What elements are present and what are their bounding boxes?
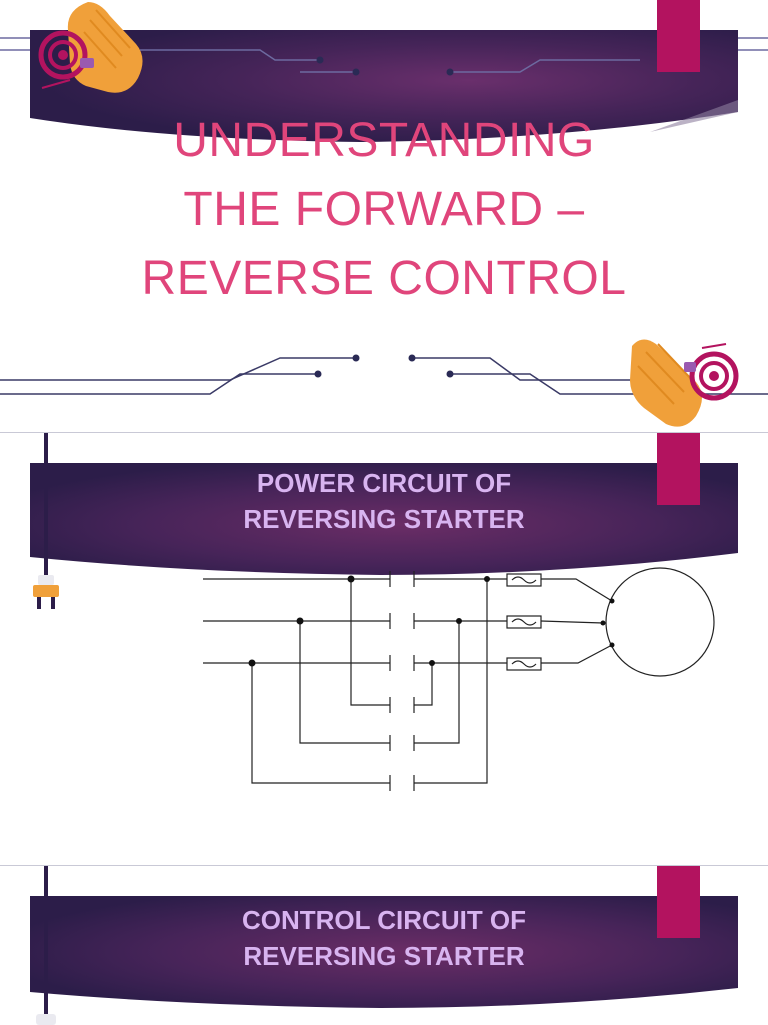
heading-line-1: CONTROL CIRCUIT OF xyxy=(241,905,527,935)
heading-line-2: REVERSING STARTER xyxy=(243,504,525,534)
plug-icon xyxy=(33,433,59,609)
reverse-contacts xyxy=(389,697,415,791)
title-line-2: THE FORWARD – xyxy=(183,183,585,236)
bookmark-tab-icon xyxy=(657,433,700,505)
plug-icon xyxy=(36,866,56,1025)
forward-contacts xyxy=(389,571,415,671)
title-line-3: REVERSE CONTROL xyxy=(141,252,627,305)
control-circuit-heading: CONTROL CIRCUIT OF REVERSING STARTER xyxy=(0,902,768,974)
slide-title-text: UNDERSTANDING THE FORWARD – REVERSE CONT… xyxy=(0,106,768,313)
title-banner xyxy=(30,30,738,142)
slide-title: UNDERSTANDING THE FORWARD – REVERSE CONT… xyxy=(0,0,768,432)
heading-banner xyxy=(30,896,738,1008)
heading-line-1: POWER CIRCUIT OF xyxy=(256,468,512,498)
slide-power-circuit: POWER CIRCUIT OF REVERSING STARTER xyxy=(0,432,768,866)
circuit-traces-top xyxy=(0,37,768,73)
motor-icon xyxy=(605,567,715,677)
power-circuit-heading: POWER CIRCUIT OF REVERSING STARTER xyxy=(0,465,768,537)
overload-relay-icon xyxy=(506,573,542,671)
title-line-1: UNDERSTANDING xyxy=(173,114,595,167)
heading-banner xyxy=(30,463,738,575)
bookmark-tab-icon xyxy=(657,0,700,72)
bookmark-tab-icon xyxy=(657,866,700,938)
glove-coil-icon xyxy=(38,2,143,93)
power-circuit-diagram xyxy=(203,567,715,791)
power-slide-graphics xyxy=(30,433,738,791)
heading-line-2: REVERSING STARTER xyxy=(243,941,525,971)
slide-control-circuit: CONTROL CIRCUIT OF REVERSING STARTER xyxy=(0,865,768,1025)
glove-coil-icon xyxy=(630,339,739,427)
control-slide-graphics xyxy=(30,866,738,1025)
title-slide-graphics xyxy=(0,0,768,427)
